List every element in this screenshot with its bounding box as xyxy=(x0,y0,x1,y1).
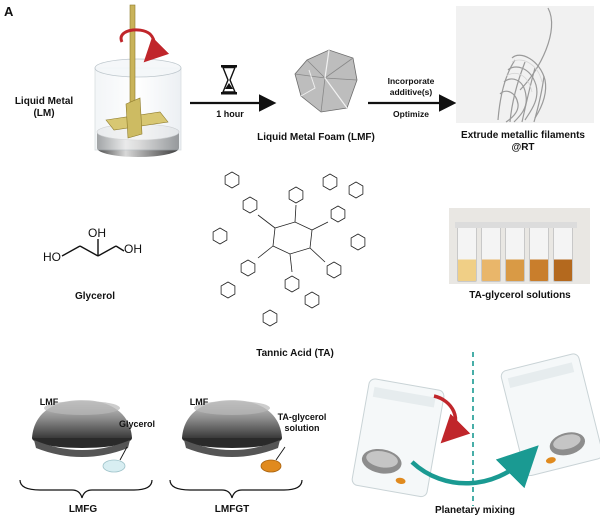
lmfg-lmf-label: LMF xyxy=(39,397,59,407)
galloyl-ring xyxy=(288,186,304,204)
panel-letter: A xyxy=(4,4,14,19)
galloyl-ring xyxy=(304,291,320,309)
glycerol-label: Glycerol xyxy=(74,291,116,302)
galloyl-ring xyxy=(284,275,300,293)
glycerol-oh-right: OH xyxy=(124,242,142,256)
galloyl-ring xyxy=(224,171,240,189)
galloyl-ring xyxy=(326,261,342,279)
galloyl-ring xyxy=(240,259,256,277)
lmfgt-name: LMFGT xyxy=(214,504,250,515)
lmfgt-lmf-label: LMF xyxy=(189,397,209,407)
galloyl-ring xyxy=(242,196,258,214)
glycerol-oh-top: OH xyxy=(88,226,106,240)
glycerol-ho-left: HO xyxy=(43,250,61,264)
galloyl-ring xyxy=(322,173,338,191)
galloyl-ring xyxy=(220,281,236,299)
time-label: 1 hour xyxy=(216,109,244,119)
lmfg-name: LMFG xyxy=(68,504,98,515)
ta-solutions-label: TA-glycerol solutions xyxy=(469,290,571,301)
lmfg-additive-label: Glycerol xyxy=(118,419,156,429)
lmfgt-additive-label: TA-glycerol solution xyxy=(277,412,327,433)
galloyl-ring xyxy=(348,181,364,199)
tannic-acid-structure xyxy=(212,171,366,327)
lmf-label: Liquid Metal Foam (LMF) xyxy=(257,132,375,143)
step-label-bottom: Optimize xyxy=(393,109,429,119)
tannic-acid-label: Tannic Acid (TA) xyxy=(256,348,334,359)
galloyl-ring xyxy=(330,205,346,223)
planetary-mixing-label: Planetary mixing xyxy=(434,505,516,516)
ta-glycerol-vials-photo xyxy=(449,208,590,284)
step-label-top: Incorporate additive(s) xyxy=(387,76,435,97)
galloyl-ring xyxy=(262,309,278,327)
extrude-label: Extrude metallic filaments @RT xyxy=(461,130,585,153)
galloyl-ring xyxy=(350,233,366,251)
galloyl-ring xyxy=(212,227,228,245)
liquid-metal-label: Liquid Metal (LM) xyxy=(14,96,74,119)
